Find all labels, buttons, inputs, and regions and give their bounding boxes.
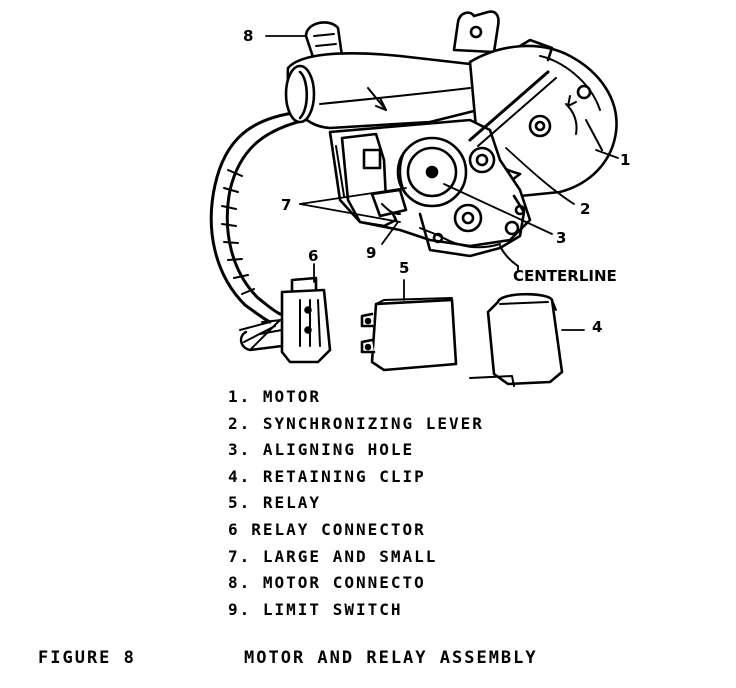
relay xyxy=(360,297,458,372)
callout-8: 8 xyxy=(243,27,253,45)
legend-item: 5. RELAY xyxy=(228,493,322,513)
callout-3: 3 xyxy=(556,229,566,247)
base-plate xyxy=(418,194,526,267)
parts-legend: 1. MOTOR 2. SYNCHRONIZING LEVER 3. ALIGN… xyxy=(228,384,484,623)
legend-item: 3. ALIGNING HOLE xyxy=(228,440,415,460)
legend-item: 4. RETAINING CLIP xyxy=(228,466,426,486)
callout-6: 6 xyxy=(308,247,318,265)
callout-9: 9 xyxy=(366,244,376,262)
legend-item: 7. LARGE AND SMALL xyxy=(228,546,438,566)
leader-lines xyxy=(265,35,619,331)
callout-centerline: CENTERLINE xyxy=(513,267,617,285)
wiring-harness xyxy=(209,110,316,351)
limit-switch xyxy=(335,132,408,228)
callout-2: 2 xyxy=(580,200,590,218)
motor-body xyxy=(284,52,489,130)
callout-4: 4 xyxy=(592,318,602,336)
callout-5: 5 xyxy=(399,259,409,277)
legend-item: 9. LIMIT SWITCH xyxy=(228,599,403,619)
gear-housing xyxy=(468,38,618,198)
callout-7: 7 xyxy=(281,196,291,214)
legend-item: 6 RELAY CONNECTOR xyxy=(228,519,426,539)
relay-connector xyxy=(239,276,332,364)
retaining-clip xyxy=(469,292,564,387)
figure-number: FIGURE 8 xyxy=(38,648,136,668)
figure-title: MOTOR AND RELAY ASSEMBLY xyxy=(244,648,538,668)
legend-item: 8. MOTOR CONNECTO xyxy=(228,573,426,593)
legend-item: 1. MOTOR xyxy=(228,387,322,406)
mounting-bracket xyxy=(452,10,500,54)
small-gear xyxy=(453,203,483,233)
legend-item: 2. SYNCHRONIZING LEVER xyxy=(228,413,484,433)
callout-1: 1 xyxy=(620,151,630,169)
large-gear xyxy=(396,136,468,208)
